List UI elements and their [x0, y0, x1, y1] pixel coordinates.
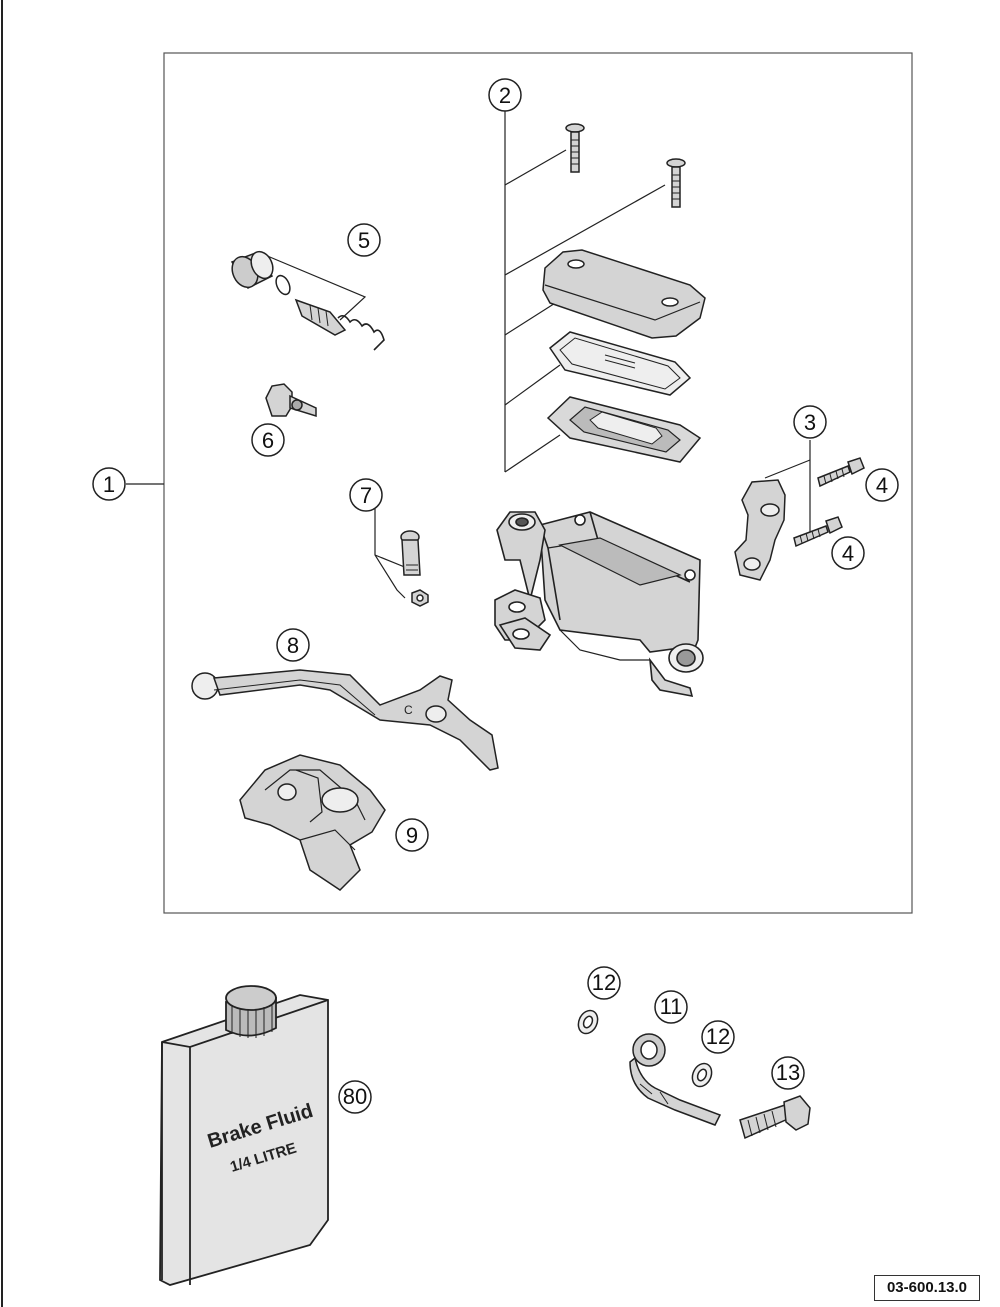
svg-text:4: 4	[842, 541, 854, 566]
callout-7: 7	[349, 478, 383, 512]
svg-text:9: 9	[406, 823, 418, 848]
pivot-bolt-and-nut	[374, 508, 429, 607]
svg-text:13: 13	[776, 1060, 800, 1085]
svg-text:2: 2	[499, 83, 511, 108]
callout-12-right: 12	[701, 1020, 735, 1054]
adjuster-screw	[265, 383, 317, 418]
svg-text:5: 5	[358, 228, 370, 253]
reservoir-cap-assembly	[504, 110, 706, 473]
callout-4-upper: 4	[865, 468, 899, 502]
callout-3: 3	[793, 405, 827, 439]
brake-line-assembly	[577, 1009, 811, 1140]
svg-text:80: 80	[343, 1084, 367, 1109]
svg-text:6: 6	[262, 428, 274, 453]
reservoir-cap	[542, 249, 706, 339]
cap-screw-right	[666, 158, 686, 208]
callout-80: 80	[338, 1080, 372, 1114]
svg-text:1: 1	[103, 472, 115, 497]
callout-6: 6	[251, 423, 285, 457]
cap-screw-left	[565, 123, 585, 173]
brake-lever: C	[191, 669, 499, 771]
lever-boot	[239, 754, 386, 891]
brake-fluid-bottle	[159, 985, 329, 1286]
handlebar-clamp-assembly	[734, 440, 865, 581]
svg-text:3: 3	[804, 410, 816, 435]
diagram-reference-number: 03-600.13.0	[874, 1275, 980, 1301]
svg-text:7: 7	[360, 483, 372, 508]
callout-12-left: 12	[587, 966, 621, 1000]
callout-1: 1	[92, 467, 126, 501]
callout-9: 9	[395, 818, 429, 852]
callout-5: 5	[347, 223, 381, 257]
callout-4-lower: 4	[831, 536, 865, 570]
piston-kit	[230, 250, 385, 351]
callout-2: 2	[488, 78, 522, 112]
callout-13: 13	[771, 1056, 805, 1090]
svg-text:C: C	[404, 703, 413, 717]
svg-text:12: 12	[592, 970, 616, 995]
assembly-frame	[163, 52, 913, 914]
svg-text:4: 4	[876, 473, 888, 498]
callout-11: 11	[654, 990, 688, 1024]
svg-text:8: 8	[287, 633, 299, 658]
callout-8: 8	[276, 628, 310, 662]
clamp-bolt-upper	[817, 457, 865, 488]
clamp-bolt-lower	[793, 516, 843, 548]
master-cylinder-body	[494, 511, 704, 698]
svg-text:12: 12	[706, 1024, 730, 1049]
svg-text:11: 11	[660, 994, 683, 1019]
